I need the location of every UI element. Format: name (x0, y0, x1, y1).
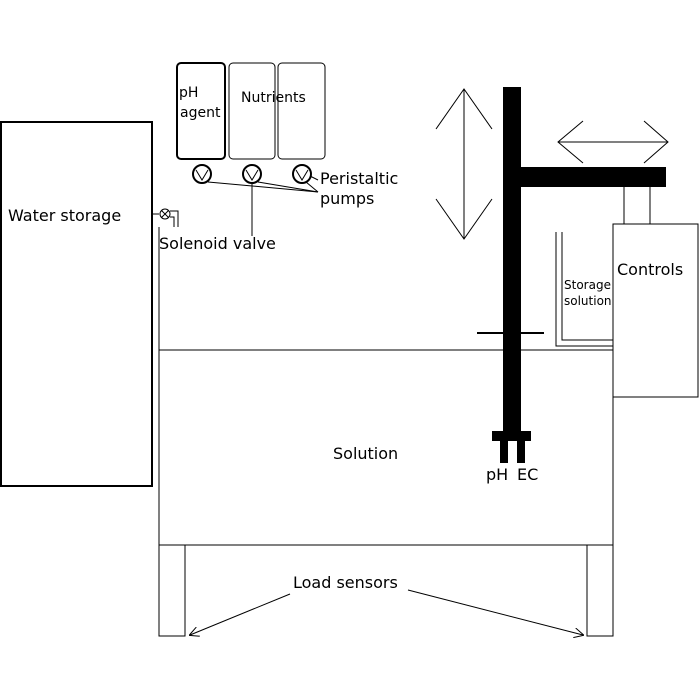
storage-solution-container-inner (561, 232, 613, 341)
pump-1-icon (192, 164, 212, 184)
left-leg (158, 544, 186, 637)
valve-outlet-pipe (170, 210, 179, 227)
pump-leader-4 (309, 175, 319, 181)
ph-probe-label: pH (486, 465, 508, 484)
pump-leader-1 (207, 181, 319, 193)
ph-agent-container (176, 62, 226, 160)
storage-solution-label-line1: Storage (564, 278, 611, 292)
storage-solution-label-line2: solution (564, 294, 612, 308)
valve-outlet-pipe-inner (170, 216, 175, 227)
ec-probe (517, 441, 525, 463)
controls-label: Controls (617, 260, 683, 279)
ph-agent-label-line2: agent (180, 105, 221, 121)
load-sensor-arrow-left (190, 593, 291, 635)
load-sensor-arrow-right (407, 589, 583, 635)
storage-solution-container (555, 232, 613, 347)
peristaltic-label-line2: pumps (320, 189, 374, 208)
solution-tank (158, 349, 614, 546)
ph-probe (500, 441, 508, 463)
peristaltic-label-line1: Peristaltic (320, 169, 398, 188)
horizontal-arrow-head-right (643, 120, 669, 164)
ph-agent-label-line1: pH (179, 85, 198, 101)
pump-leader-3 (305, 181, 319, 193)
pump-3-icon (292, 164, 312, 184)
probe-head (492, 431, 531, 441)
right-leg (586, 544, 614, 637)
valve-cross-b (161, 210, 169, 218)
solenoid-valve-label: Solenoid valve (159, 234, 276, 253)
pump-2-icon (242, 164, 262, 184)
vertical-arrow-head-bottom (435, 198, 493, 240)
controls-box (612, 223, 699, 398)
solution-label: Solution (333, 444, 398, 463)
nutrients-container-a (228, 62, 276, 160)
ec-probe-label: EC (517, 465, 538, 484)
horizontal-gantry-arm (503, 167, 666, 187)
pump-leader-2 (257, 181, 319, 193)
water-storage-label: Water storage (8, 206, 121, 225)
water-storage-tank (0, 121, 153, 487)
nutrients-label: Nutrients (241, 90, 306, 106)
horizontal-arrow-head-left (557, 120, 584, 164)
vertical-probe-arm (503, 87, 521, 432)
load-sensors-label: Load sensors (293, 573, 398, 592)
nutrients-container-b (277, 62, 326, 160)
vertical-arrow-head-top (435, 88, 493, 130)
